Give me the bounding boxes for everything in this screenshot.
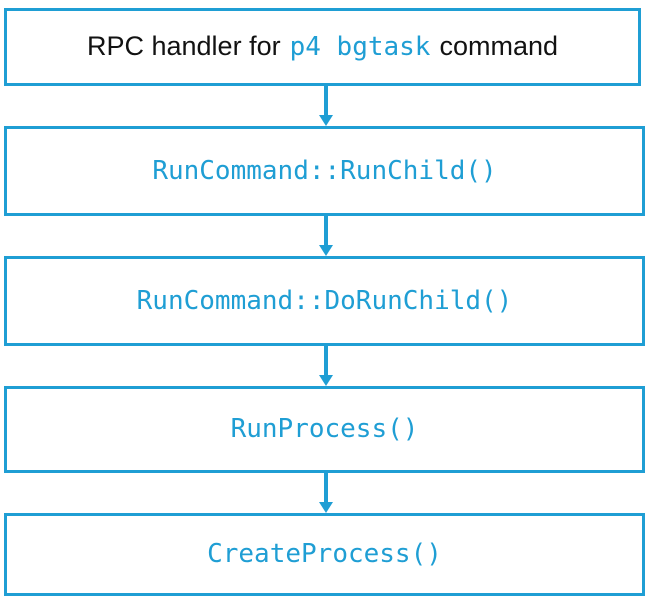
flow-node-label: RunCommand::RunChild()	[152, 155, 497, 186]
flow-arrow-2	[318, 216, 334, 256]
arrow-head-down-icon	[319, 245, 333, 256]
flow-node-rpc-handler[interactable]: RPC handler for p4 bgtask command	[4, 8, 641, 86]
flow-node-label: RunCommand::DoRunChild()	[136, 285, 513, 316]
arrow-stem	[324, 216, 328, 246]
flow-node-label: RunProcess()	[230, 414, 419, 445]
arrow-stem	[324, 473, 328, 503]
arrow-head-down-icon	[319, 115, 333, 126]
arrow-stem	[324, 86, 328, 116]
arrow-head-down-icon	[319, 375, 333, 386]
flow-node-label: CreateProcess()	[207, 539, 442, 570]
flow-arrow-1	[318, 86, 334, 126]
flow-node-label: RPC handler for p4 bgtask command	[86, 31, 559, 63]
flow-node-label-suffix: command	[439, 31, 559, 62]
flow-node-run-process[interactable]: RunProcess()	[4, 386, 645, 473]
flow-node-create-process[interactable]: CreateProcess()	[4, 513, 645, 596]
flow-node-label-code: p4 bgtask	[289, 32, 431, 63]
arrow-head-down-icon	[319, 502, 333, 513]
flow-node-run-command-run-child[interactable]: RunCommand::RunChild()	[4, 126, 645, 216]
flow-node-label-prefix: RPC handler for	[86, 31, 281, 62]
flow-arrow-4	[318, 473, 334, 513]
flow-arrow-3	[318, 346, 334, 386]
flow-node-run-command-do-run-child[interactable]: RunCommand::DoRunChild()	[4, 256, 645, 346]
arrow-stem	[324, 346, 328, 376]
